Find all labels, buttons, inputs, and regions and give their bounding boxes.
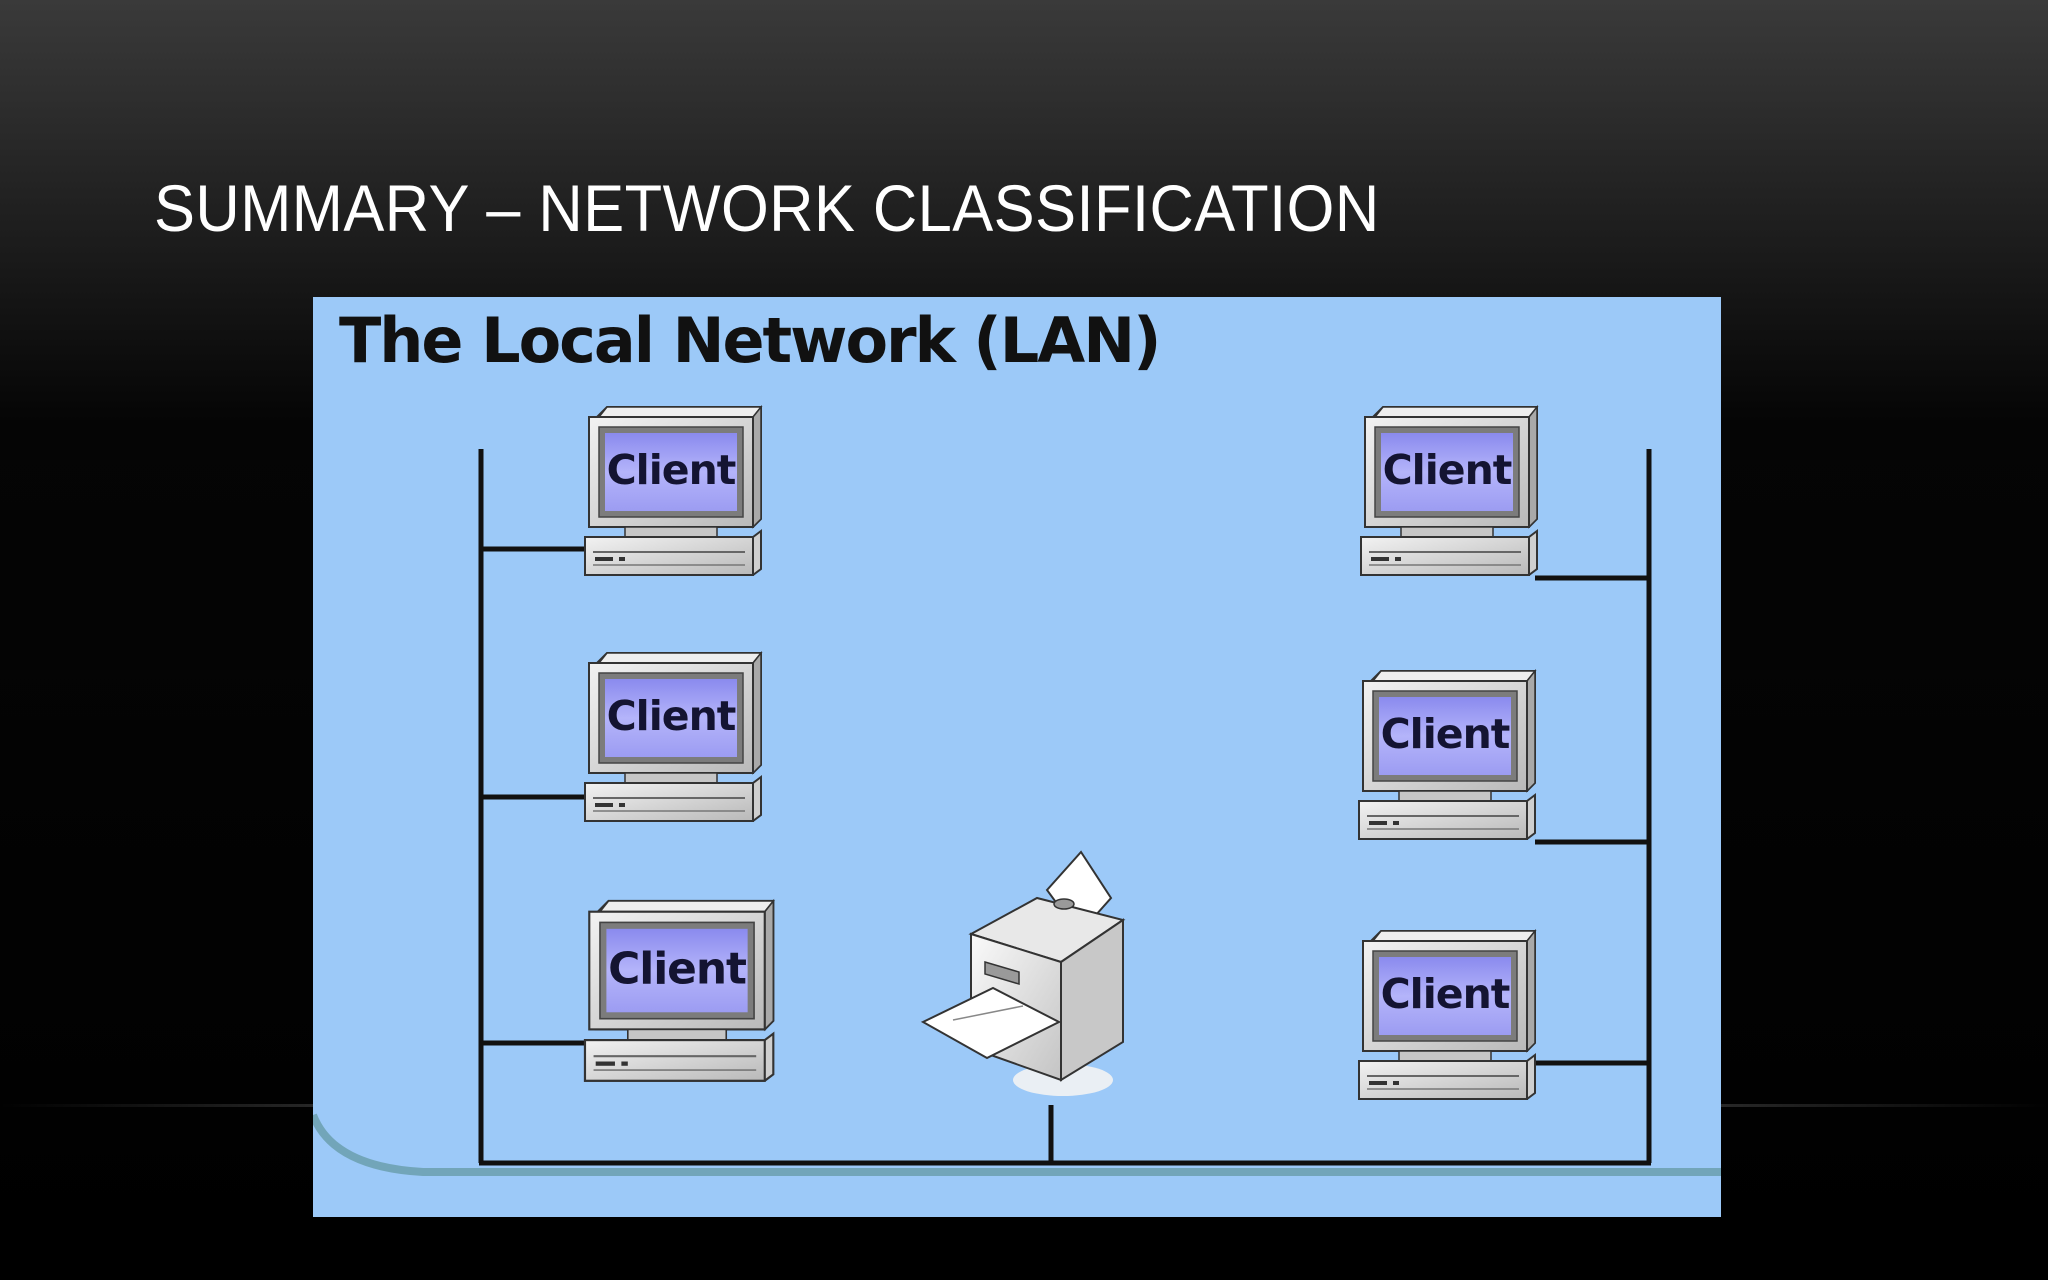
client-computer-right-3: Client (1358, 930, 1536, 1100)
decorative-swoosh (313, 1113, 1721, 1176)
network-cabling (478, 449, 1652, 1166)
lan-diagram-title: The Local Network (LAN) (339, 304, 1160, 377)
client-computer-left-3: Client (583, 899, 775, 1082)
client-label: Client (608, 943, 746, 994)
client-computer-right-1: Client (1360, 406, 1538, 576)
client-label: Client (1381, 710, 1510, 758)
lan-diagram: The Local Network (LAN) Client Client Cl… (313, 297, 1721, 1217)
printer-icon (920, 850, 1126, 1096)
client-label: Client (607, 446, 736, 494)
client-computer-right-2: Client (1358, 670, 1536, 840)
client-label: Client (607, 692, 736, 740)
client-label: Client (1383, 446, 1512, 494)
client-label: Client (1381, 970, 1510, 1018)
client-computer-left-2: Client (584, 652, 762, 822)
slide-title: SUMMARY – NETWORK CLASSIFICATION (154, 171, 1380, 245)
client-computer-left-1: Client (584, 406, 762, 576)
